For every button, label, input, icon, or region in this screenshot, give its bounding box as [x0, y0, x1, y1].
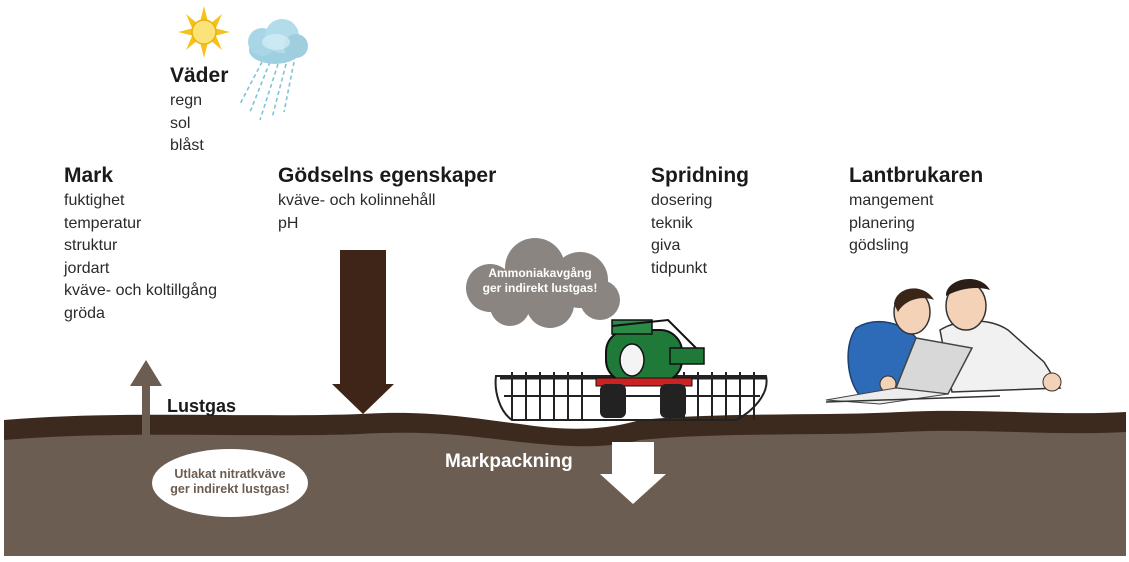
- slurry-spreader: [494, 318, 768, 421]
- nitrate-line-1: Utlakat nitratkväve: [174, 467, 286, 481]
- spreading-items: dosering teknik giva tidpunkt: [651, 190, 712, 280]
- list-item: kväve- och kolinnehåll: [278, 192, 436, 209]
- ammonia-cloud: [466, 238, 620, 328]
- list-item: jordart: [64, 259, 110, 277]
- list-item: kväve- och koltillgång: [64, 282, 217, 299]
- list-item: gröda: [64, 304, 105, 322]
- nitrate-bubble: [152, 449, 308, 517]
- list-item: tidpunkt: [651, 259, 708, 277]
- list-item: gödsling: [849, 237, 909, 254]
- weather-title: Väder: [170, 64, 229, 87]
- compaction-label: Markpackning: [445, 451, 573, 472]
- manure-arrow: [332, 250, 394, 414]
- rain-cloud-icon: [239, 19, 308, 121]
- soil-surface: [4, 410, 1126, 447]
- farmer-title: Lantbrukaren: [849, 164, 984, 187]
- lustgas-arrow: [130, 360, 162, 440]
- farmers-illustration: [825, 278, 1062, 405]
- ammonia-bubble-text: Ammoniakavgång ger indirekt lustgas!: [472, 266, 608, 296]
- soil-items: fuktighet temperatur struktur jordart kv…: [64, 190, 217, 325]
- list-item: teknik: [651, 214, 693, 232]
- manure-title: Gödselns egenskaper: [278, 164, 497, 187]
- list-item: giva: [651, 237, 681, 254]
- farmer-items: mangement planering gödsling: [849, 190, 934, 258]
- list-item: struktur: [64, 237, 118, 254]
- list-item: temperatur: [64, 214, 142, 232]
- compaction-arrow: [600, 442, 666, 504]
- list-item: mangement: [849, 192, 934, 209]
- list-item: pH: [278, 214, 299, 232]
- lustgas-label: Lustgas: [167, 396, 237, 416]
- weather-items: regn sol blåst: [170, 90, 204, 158]
- list-item: regn: [170, 92, 203, 109]
- soil-title: Mark: [64, 164, 114, 187]
- list-item: sol: [170, 114, 191, 132]
- list-item: blåst: [170, 137, 204, 154]
- nitrate-bubble-text: Utlakat nitratkväve ger indirekt lustgas…: [160, 467, 300, 497]
- soil-ground: [4, 418, 1126, 556]
- ammonia-line-1: Ammoniakavgång: [488, 266, 592, 280]
- list-item: planering: [849, 214, 915, 232]
- list-item: fuktighet: [64, 192, 125, 209]
- list-item: dosering: [651, 192, 713, 209]
- manure-items: kväve- och kolinnehåll pH: [278, 190, 435, 235]
- nitrate-line-2: ger indirekt lustgas!: [170, 482, 290, 496]
- sun-icon: [178, 6, 230, 58]
- spreading-title: Spridning: [651, 164, 749, 187]
- ammonia-line-2: ger indirekt lustgas!: [482, 281, 598, 295]
